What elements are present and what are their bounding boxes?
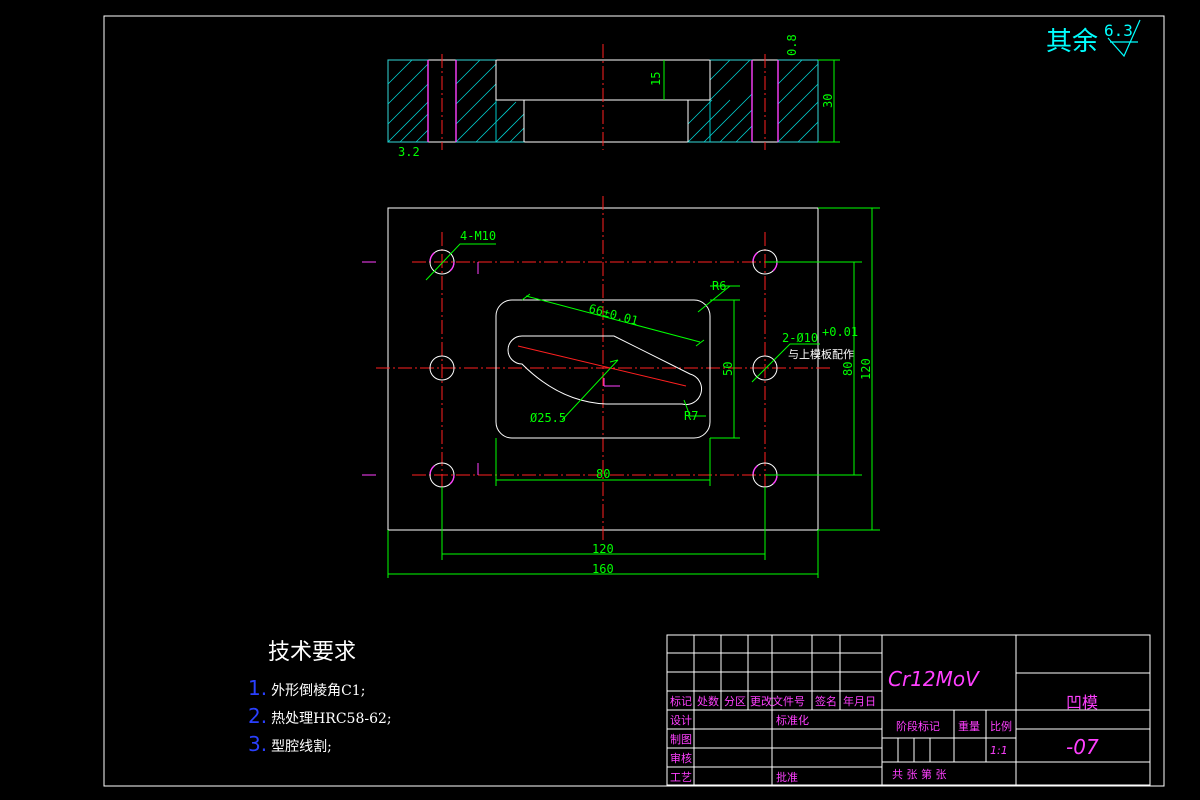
profile-axis: [517, 345, 687, 387]
tb-label-drafting: 制图: [670, 733, 692, 746]
dim-cavity-height: 50: [721, 362, 735, 376]
tb-label-design: 设计: [670, 714, 692, 727]
plan-view: 4-M10 66±0.01 R6 2-Ø10 +0.01 与上模板配作 Ø25.…: [362, 196, 880, 578]
tb-drawing-no: -07: [1066, 735, 1099, 759]
tb-label-weight: 重量: [958, 719, 980, 733]
pin-tolerance: +0.01: [822, 325, 858, 339]
tb-label-count: 处数: [697, 695, 719, 708]
tech-title: 技术要求: [268, 640, 357, 665]
tb-label-sign: 签名: [815, 694, 837, 708]
tb-scale: 1:1: [990, 744, 1008, 757]
diameter-dim: Ø25.5: [530, 411, 566, 425]
cavity-outline: [495, 299, 711, 439]
radius-outer: R6: [712, 279, 726, 293]
bottom-roughness: 3.2: [398, 145, 420, 159]
tb-material: Cr12MoV: [888, 667, 980, 691]
roughness-value: 6.3: [1104, 21, 1133, 40]
dim-depth: 15: [649, 72, 663, 86]
tb-label-ratio: 比例: [990, 719, 1012, 733]
tech-requirements: 技术要求 1.外形倒棱角C1; 2.热处理HRC58-62; 3.型腔线割;: [248, 634, 392, 758]
tb-sheets: 共 张 第 张: [892, 767, 947, 781]
tb-label-approve: 批准: [776, 770, 798, 784]
inner-profile: [507, 335, 703, 406]
roughness-symbol-icon: [1107, 19, 1141, 58]
tb-label-change: 更改文件号: [750, 694, 805, 708]
section-view: 15 30 0.8 3.2: [387, 34, 840, 159]
dim-plate-width: 160: [592, 562, 614, 576]
dim-cavity-width: 80: [596, 467, 610, 481]
dim-thickness: 30: [821, 94, 835, 108]
dim-plate-height: 120: [859, 358, 873, 380]
drawing-frame: [103, 15, 1165, 787]
pin-note: 与上模板配作: [788, 347, 854, 361]
tech-item: 3.型腔线割;: [248, 732, 332, 756]
roughness-label: 其余: [1046, 27, 1098, 57]
title-block: 标记 处数 分区 更改文件号 签名 年月日 设计 制图 审核 工艺 标准化 批准…: [666, 634, 1151, 786]
dim-hole-vertical: 80: [841, 362, 855, 376]
slant-dim: 66±0.01: [587, 301, 639, 328]
tb-part-name: 凹模: [1066, 693, 1098, 712]
tb-label-review: 审核: [670, 751, 692, 765]
hole-callout: 4-M10: [460, 229, 496, 243]
tech-item: 2.热处理HRC58-62;: [248, 704, 392, 728]
radius-inner: R7: [684, 409, 698, 423]
section-roughness: 0.8: [785, 34, 799, 56]
tech-item: 1.外形倒棱角C1;: [248, 676, 366, 700]
tb-label-mark: 标记: [670, 694, 692, 708]
tb-label-zone: 分区: [724, 695, 746, 708]
tb-label-process: 工艺: [670, 771, 692, 784]
pin-callout: 2-Ø10: [782, 331, 818, 345]
dim-hole-horizontal: 120: [592, 542, 614, 556]
tb-label-stage: 阶段标记: [896, 719, 940, 733]
tb-label-standard: 标准化: [776, 713, 809, 727]
tb-label-date: 年月日: [843, 694, 876, 708]
